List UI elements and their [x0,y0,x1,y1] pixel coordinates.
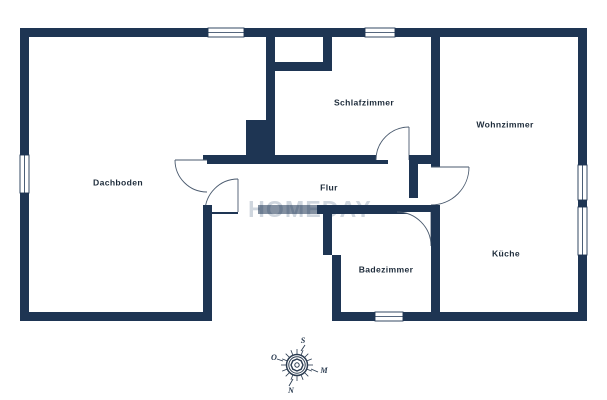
block-stair-shaft [246,120,275,164]
window-right-lower [577,206,588,256]
compass-spokes [281,349,313,381]
wall-exterior-right-upper [578,28,587,165]
wall-exterior-top-right [395,28,587,37]
window-group [19,27,588,322]
compass-rose: S O M N [271,336,328,395]
compass-label-m: M [319,366,328,375]
door-kueche-badezimmer [396,211,432,247]
room-label-kueche: Küche [492,248,520,258]
window-bottom [374,311,404,322]
compass-label-o: O [271,353,277,362]
wall-exterior-bottom-mid [332,312,375,321]
compass-hub [294,362,300,368]
room-label-wohnzimmer: Wohnzimmer [476,119,534,129]
door-flur-kueche [430,166,470,206]
wall-exterior-right-mid [578,200,587,207]
wall-wohnzimmer-west-jog [409,155,440,164]
wall-repair-group [203,37,440,321]
window-top-left [207,27,245,38]
room-label-badezimmer: Badezimmer [359,264,414,274]
wall-exterior-left-upper [20,28,29,155]
wall-exterior-bottom-right [403,312,587,321]
compass-label-s: S [301,336,306,345]
watermark-wall-overlay [258,205,317,214]
compass-octagon [290,358,304,372]
wall-exterior-bottom-left [20,312,212,321]
compass-mid-ring [288,356,306,374]
wall-schlafzimmer-top-stub [323,28,332,71]
wall-group [20,28,587,321]
wall-exterior-top-mid [244,28,365,37]
door-flur-schlafzimmer [375,126,410,161]
room-label-dachboden: Dachboden [93,177,143,187]
wall-flur-south-right [317,205,431,214]
compass-label-n: N [287,386,295,395]
wall-schlafzimmer-west-lower [266,62,275,122]
wall-schlafzimmer-west-upper [266,37,275,71]
door-dachboden-flur [174,159,208,193]
wall-flur-north-left [203,155,258,164]
window-right-upper [577,164,588,201]
wall-badezimmer-west-lower [332,255,341,321]
compass-outer-ring [285,353,309,377]
wall-exterior-left-lower [20,193,29,321]
wall-schlafzimmer-north-step [266,62,332,71]
wall-exterior-right-lower [578,255,587,321]
window-left-upper [19,154,30,194]
room-label-flur: Flur [320,182,338,192]
wall-exterior-top-left [20,28,208,37]
window-top-right [364,27,396,38]
room-label-schlafzimmer: Schlafzimmer [334,97,394,107]
compass-needles [276,344,319,387]
room-label-group: Dachboden Schlafzimmer Wohnzimmer Flur K… [92,96,535,275]
wall-flur-north-mid [258,155,388,164]
